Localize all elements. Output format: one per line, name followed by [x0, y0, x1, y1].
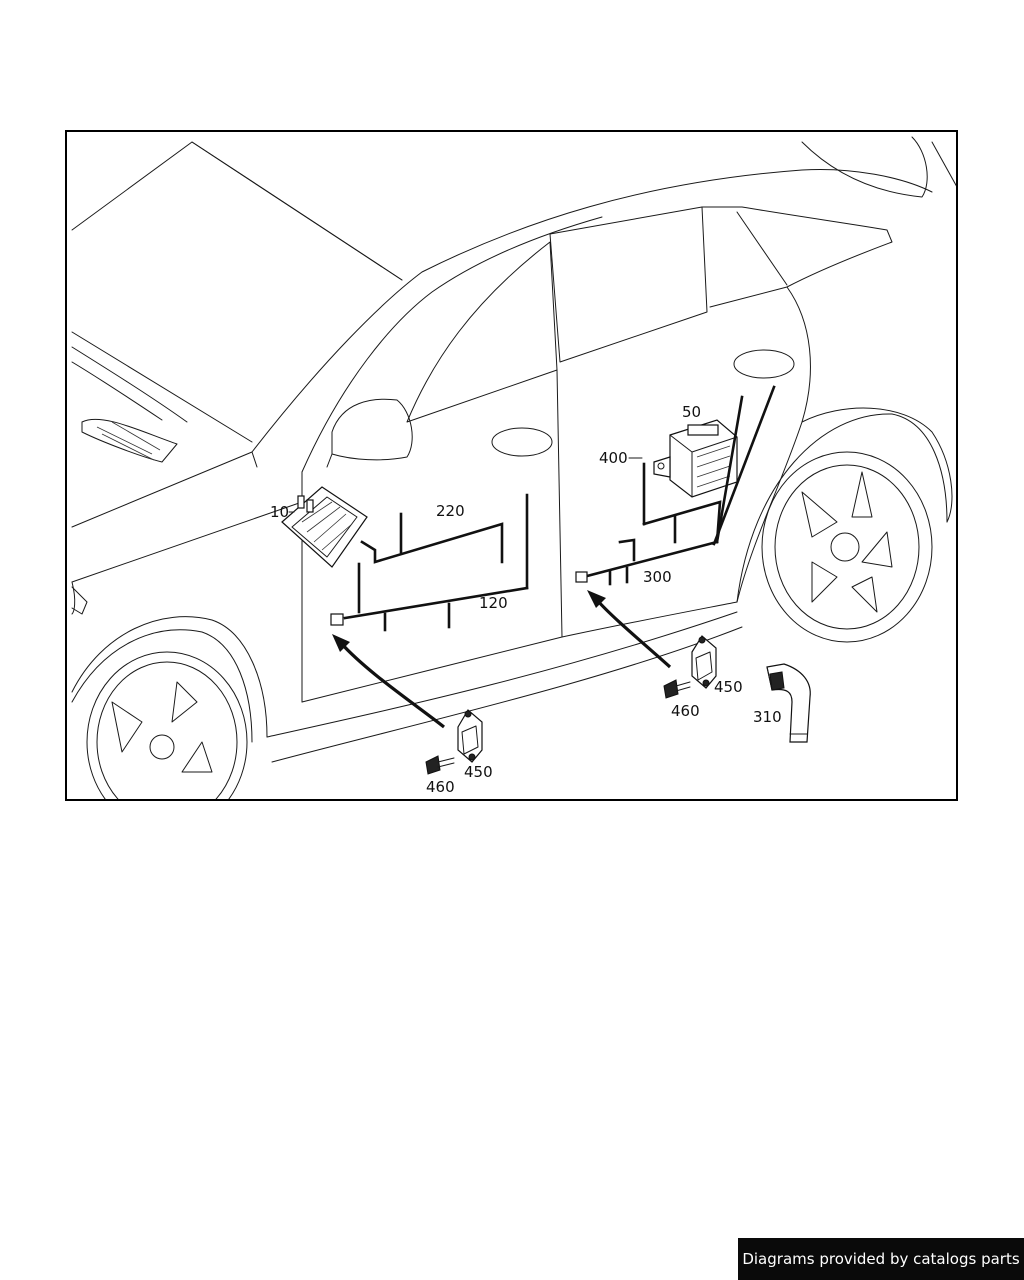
diagram-frame: 10 50 120 220 300 310 400 450 460 450 46…	[65, 130, 958, 801]
exploded-parts-diagram: 10 50 120 220 300 310 400 450 460 450 46…	[71, 136, 956, 799]
front-door-control-unit	[281, 486, 368, 568]
rear-door-control-unit	[653, 419, 738, 498]
credit-banner: Diagrams provided by catalogs parts	[738, 1238, 1024, 1280]
front-bolt-460	[425, 755, 455, 775]
callout-10: 10	[270, 503, 289, 521]
rear-side-sensor-450	[691, 635, 717, 689]
callout-labels: 10 50 120 220 300 310 400 450 460 450 46…	[270, 403, 782, 796]
rear-mounting-arrow	[587, 590, 672, 669]
callout-220: 220	[436, 502, 465, 520]
front-harness-connector	[330, 613, 344, 626]
rear-bolt-460	[663, 679, 691, 699]
front-mounting-arrow	[332, 634, 445, 729]
front-door-wiring-harness	[330, 493, 529, 632]
rear-door-wiring-harness	[575, 385, 776, 586]
callout-450-front: 450	[464, 763, 493, 781]
callout-310: 310	[753, 708, 782, 726]
car-body-outline	[71, 136, 956, 799]
callout-460-rear: 460	[671, 702, 700, 720]
callout-400: 400	[599, 449, 628, 467]
callout-460-front: 460	[426, 778, 455, 796]
plug-310	[766, 663, 811, 743]
callout-450-rear: 450	[714, 678, 743, 696]
front-side-sensor-450	[457, 709, 483, 763]
callout-300: 300	[643, 568, 672, 586]
callout-120: 120	[479, 594, 508, 612]
rear-harness-connector	[575, 571, 588, 583]
credit-text: Diagrams provided by catalogs parts	[742, 1250, 1020, 1268]
callout-50: 50	[682, 403, 701, 421]
